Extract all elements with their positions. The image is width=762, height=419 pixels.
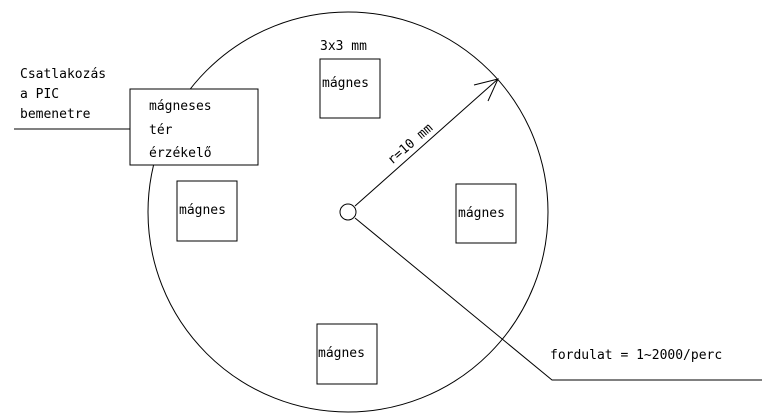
radius-arrowhead [473, 78, 499, 102]
center-hub [339, 203, 357, 221]
magnet-size-label: 3x3 mm [320, 39, 367, 54]
sensor-label-line1: mágneses [149, 99, 212, 114]
rotor-disc [147, 11, 549, 413]
connection-label-line1: Csatlakozás [20, 67, 106, 82]
magnet-top [319, 58, 381, 119]
radius-line [354, 78, 499, 207]
radius-label: r=10 mm [385, 121, 436, 168]
sensor-box [129, 88, 259, 166]
magnet-left [176, 180, 238, 242]
connection-label-line2: a PIC [20, 87, 59, 102]
magnet-right-label: mágnes [458, 206, 505, 221]
magnet-right [455, 183, 517, 244]
magnet-bottom-label: mágnes [318, 346, 365, 361]
sensor-label-line3: érzékelő [149, 146, 212, 161]
speed-label: fordulat = 1~2000/perc [550, 348, 722, 363]
connection-label-line3: bemenetre [20, 107, 91, 122]
sensor-label-line2: tér [149, 123, 173, 138]
magnet-bottom [316, 323, 378, 385]
speed-leader-line [354, 217, 762, 381]
magnet-top-label: mágnes [322, 76, 369, 91]
magnet-left-label: mágnes [179, 203, 226, 218]
